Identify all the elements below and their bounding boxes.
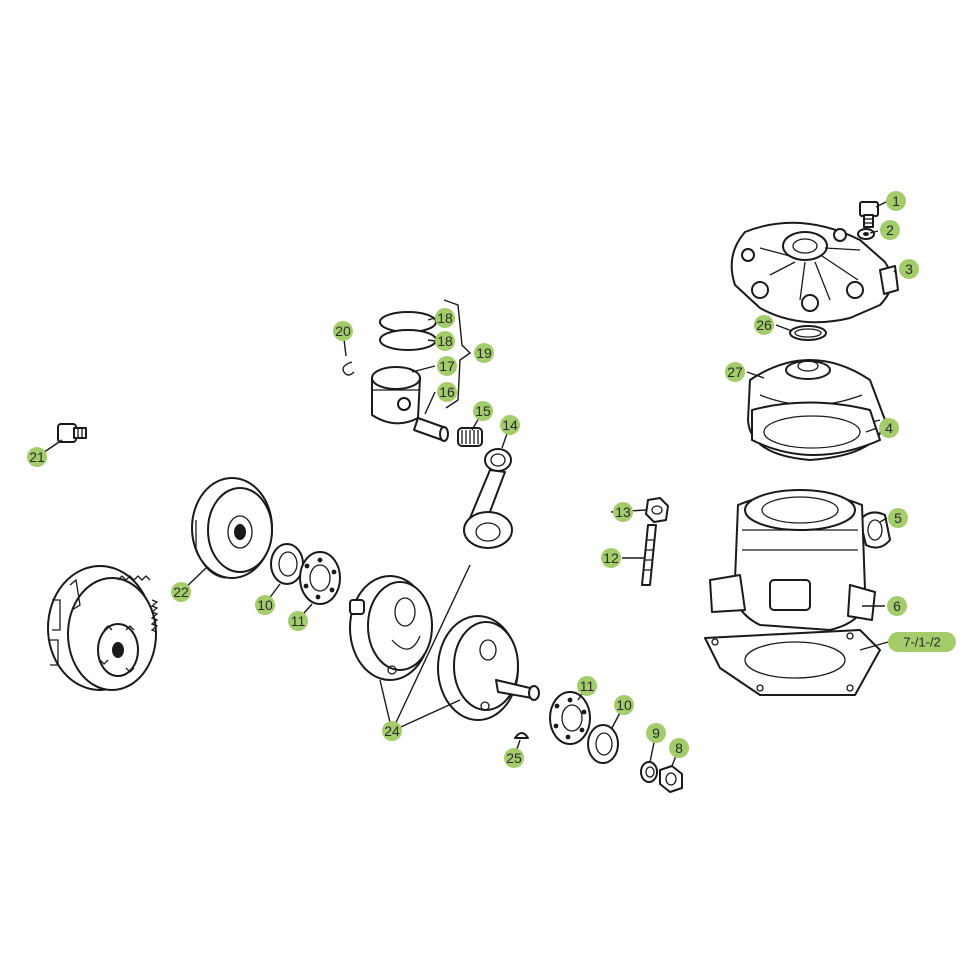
part-washer-9 <box>640 761 658 783</box>
part-cylinder-6 <box>709 489 876 631</box>
callout-19: 19 <box>474 343 494 363</box>
callout-26: 26 <box>754 315 774 335</box>
svg-text:26: 26 <box>756 317 772 333</box>
svg-text:3: 3 <box>905 261 913 277</box>
svg-text:18: 18 <box>437 333 453 349</box>
part-nut-13 <box>645 497 669 523</box>
callout-3: 3 <box>899 259 919 279</box>
svg-text:22: 22 <box>173 584 189 600</box>
callout-11-right: 11 <box>577 676 597 696</box>
part-nut-8 <box>659 765 683 793</box>
callout-5: 5 <box>888 508 908 528</box>
svg-text:7-/1-/2: 7-/1-/2 <box>903 635 941 650</box>
part-flywheel-22 <box>191 477 273 579</box>
part-head-cover-3 <box>730 221 899 324</box>
svg-text:16: 16 <box>439 384 455 400</box>
svg-text:11: 11 <box>291 613 306 629</box>
part-seal-10-right <box>587 724 619 764</box>
svg-text:5: 5 <box>894 510 902 526</box>
callout-18-top: 18 <box>435 308 455 328</box>
callout-6: 6 <box>887 596 907 616</box>
callout-25: 25 <box>504 748 524 768</box>
callout-10-right: 10 <box>614 695 634 715</box>
svg-text:12: 12 <box>603 550 619 566</box>
part-bearing-11-left <box>299 551 341 605</box>
part-key-25 <box>514 732 529 739</box>
callout-18-bottom: 18 <box>435 331 455 351</box>
callout-2: 2 <box>880 220 900 240</box>
part-piston-rings-18 <box>379 311 437 351</box>
svg-text:14: 14 <box>502 417 518 433</box>
callout-12: 12 <box>601 548 621 568</box>
svg-text:4: 4 <box>885 420 893 436</box>
svg-text:6: 6 <box>893 598 901 614</box>
svg-text:15: 15 <box>475 403 491 419</box>
svg-text:27: 27 <box>727 364 743 380</box>
callout-15: 15 <box>473 401 493 421</box>
part-piston-17 <box>371 366 421 425</box>
svg-text:17: 17 <box>439 358 455 374</box>
callout-9: 9 <box>646 723 666 743</box>
svg-text:2: 2 <box>886 222 894 238</box>
callout-16: 16 <box>437 382 457 402</box>
part-needle-bearing-15 <box>457 427 483 447</box>
callout-7-71-72: 7-/1-/2 <box>888 632 956 652</box>
part-screw-21 <box>57 423 87 443</box>
callout-27: 27 <box>725 362 745 382</box>
part-bolt-1 <box>859 201 879 228</box>
part-connecting-rod-14 <box>463 448 513 549</box>
svg-text:18: 18 <box>437 310 453 326</box>
callout-20: 20 <box>333 321 353 341</box>
callout-21: 21 <box>27 447 47 467</box>
part-crankshaft-24 <box>349 575 540 721</box>
svg-text:10: 10 <box>616 697 632 713</box>
callout-24: 24 <box>382 721 402 741</box>
svg-text:21: 21 <box>29 449 45 465</box>
part-washer-2 <box>857 228 875 240</box>
part-head-gasket-4 <box>751 401 881 456</box>
part-piston-pin-16 <box>413 417 449 442</box>
svg-text:11: 11 <box>580 678 595 694</box>
part-stud-12 <box>641 524 657 586</box>
part-seal-10-left <box>270 543 304 585</box>
callout-8: 8 <box>669 738 689 758</box>
part-circlip-20 <box>342 361 355 376</box>
svg-text:24: 24 <box>384 723 400 739</box>
svg-text:25: 25 <box>506 750 522 766</box>
part-bearing-11-right <box>549 691 591 745</box>
svg-text:9: 9 <box>652 725 660 741</box>
callout-13: 13 <box>613 502 633 522</box>
part-base-gasket-7 <box>704 629 881 696</box>
svg-text:19: 19 <box>476 345 492 361</box>
svg-text:20: 20 <box>335 323 351 339</box>
part-o-ring-26 <box>789 325 827 341</box>
callout-4: 4 <box>879 418 899 438</box>
callout-22: 22 <box>171 582 191 602</box>
svg-text:8: 8 <box>675 740 683 756</box>
callout-10-left: 10 <box>255 595 275 615</box>
callout-1: 1 <box>886 191 906 211</box>
bracket-19 <box>443 299 472 409</box>
callout-11-left: 11 <box>288 611 308 631</box>
part-exhaust-gasket-5 <box>859 511 891 549</box>
svg-text:1: 1 <box>892 193 900 209</box>
svg-text:10: 10 <box>257 597 273 613</box>
callout-14: 14 <box>500 415 520 435</box>
svg-text:13: 13 <box>615 504 631 520</box>
callout-17: 17 <box>437 356 457 376</box>
part-clutch-basket <box>47 565 159 691</box>
